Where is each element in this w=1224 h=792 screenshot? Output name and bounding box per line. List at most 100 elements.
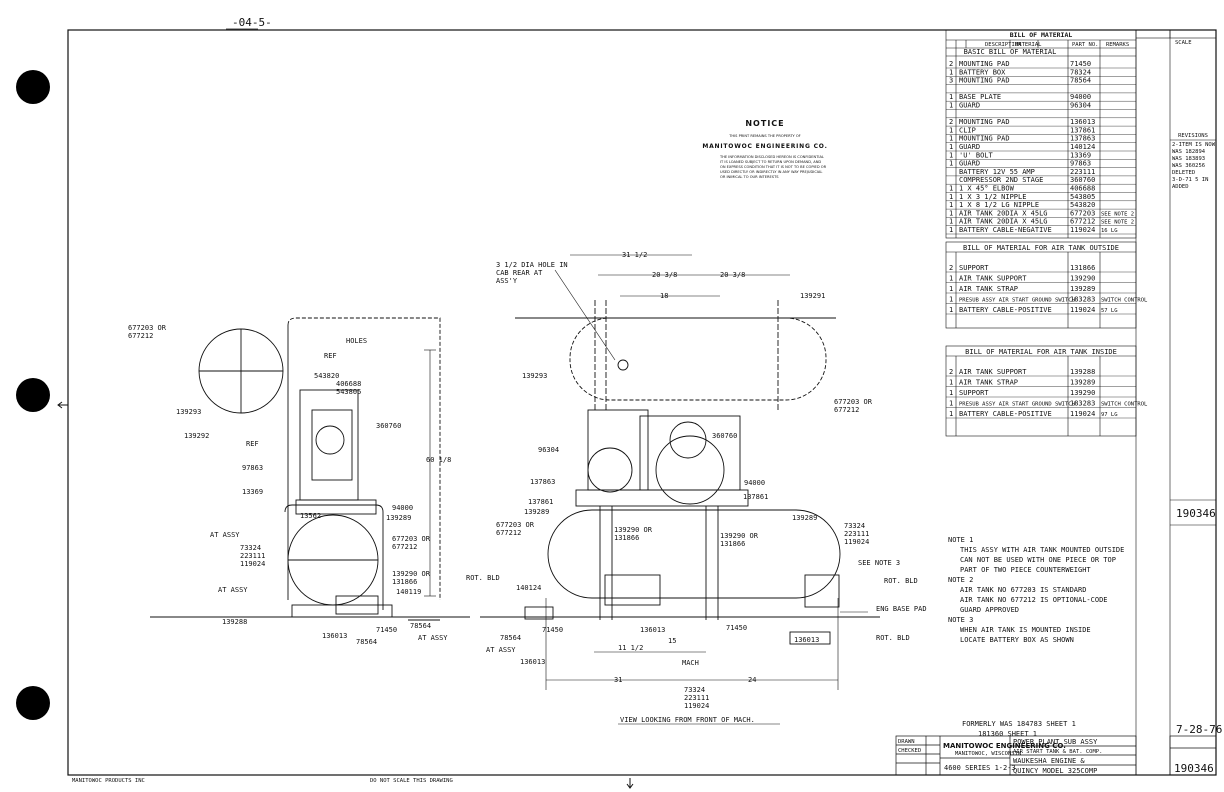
revision-entry: ADDED (1172, 184, 1189, 190)
lbl-mach: MACH (682, 659, 699, 667)
tb-company: MANITOWOC ENGINEERING CO. (943, 742, 1066, 750)
bom-row-desc: MOUNTING PAD (959, 135, 1010, 143)
bom-row-part: 96304 (1070, 102, 1091, 110)
note2-label: NOTE 2 (948, 576, 973, 584)
lbl-ref-2: REF (246, 440, 259, 448)
bom-outside-row-desc: AIR TANK SUPPORT (959, 275, 1027, 283)
lbl-71450-f: 71450 (542, 626, 563, 634)
lbl-119024-b: 119024 (684, 702, 709, 710)
bom-row-part: 13369 (1070, 151, 1091, 159)
bom-row-qty: 3 (949, 77, 953, 85)
bom-row-part: 223111 (1070, 168, 1095, 176)
lbl-136013-f2: 136013 (794, 636, 819, 644)
dim-24: 24 (748, 676, 756, 684)
revision-entry: WAS 183893 (1172, 156, 1205, 162)
notice-block: NOTICE THIS PRINT REMAINS THE PROPERTY O… (702, 119, 827, 179)
bom-row-part: 543820 (1070, 201, 1095, 209)
bom-row-qty: 1 (949, 126, 953, 134)
formerly-line0: FORMERLY WAS 184783 SHEET 1 (962, 720, 1076, 728)
lbl-543805: 543805 (336, 388, 361, 396)
tb-model: 4600 SERIES 1-2-3 (944, 764, 1016, 772)
bom-row-desc: GUARD (959, 102, 980, 110)
lbl-119024: 119024 (240, 560, 265, 568)
dim-11: 11 1/2 (618, 644, 643, 652)
lbl-cab-rear-2: CAB REAR AT (496, 269, 543, 277)
lbl-131866-r: 131866 (720, 540, 745, 548)
bom-row-qty: 2 (949, 60, 953, 68)
bom-outside-row-part: 183283 (1070, 296, 1095, 304)
lbl-677212-b: 677212 (392, 543, 417, 551)
bom-inside-row-qty: 1 (949, 379, 953, 387)
lbl-rot-bld-3: ROT. BLD (876, 634, 910, 642)
side-view-labels: 677203 OR 677212 HOLES REF 543820 406688… (128, 324, 500, 646)
notice-body-3: USED DIRECTLY OR INDIRECTLY IN ANY WAY P… (720, 170, 822, 174)
bom-col-material: MATERIAL (1015, 42, 1042, 48)
bom-row-desc: 'U' BOLT (959, 151, 994, 159)
bom-row-desc: 1 X 45° ELBOW (959, 185, 1015, 193)
lbl-94000: 94000 (392, 504, 413, 512)
tb-city: MANITOWOC, WISCONSIN (955, 751, 1021, 757)
lbl-131866: 131866 (392, 578, 417, 586)
lbl-60: 60 1/8 (426, 456, 451, 464)
bom-row-part: 137863 (1070, 135, 1095, 143)
bom-inside-row-part: 119024 (1070, 410, 1095, 418)
bom-inside-title: BILL OF MATERIAL FOR AIR TANK INSIDE (965, 348, 1117, 356)
bom-row-qty: 1 (949, 201, 953, 209)
dim-20b: 20 3/8 (720, 271, 745, 279)
bom-row-rem: 16 LG (1101, 228, 1118, 234)
lbl-136013: 136013 (322, 632, 347, 640)
bom-row-desc: MOUNTING PAD (959, 60, 1010, 68)
tb-title3: WAUKESHA ENGINE & (1013, 757, 1085, 765)
revision-entry: 2-ITEM IS NOW (1172, 142, 1216, 148)
note1-label: NOTE 1 (948, 536, 973, 544)
notice-body-4: OR INIMICAL TO OUR INTERESTS (720, 175, 779, 179)
lbl-rot-bld-2: ROT. BLD (884, 577, 918, 585)
revision-entry: WAS 360256 (1172, 163, 1205, 169)
lbl-119024-f: 119024 (844, 538, 869, 546)
lbl-677203-or: 677203 OR (392, 535, 431, 543)
lbl-139290-r: 139290 OR (720, 532, 759, 540)
bom-outside-row-desc: SUPPORT (959, 264, 989, 272)
lbl-677203: 677203 OR (128, 324, 167, 332)
dim-31: 31 1/2 (622, 251, 647, 259)
lbl-eng-base-pad: ENG BASE PAD (876, 605, 927, 613)
bom-inside-row-desc: PRESUB ASSY AIR START GROUND SWITCH (959, 402, 1075, 408)
drawing-border (67, 29, 1217, 776)
bom-row-part: 360760 (1070, 176, 1095, 184)
lbl-139290: 139290 OR (392, 570, 431, 578)
lbl-73324-b: 73324 (684, 686, 705, 694)
bom-inside-row-qty: 2 (949, 368, 953, 376)
lbl-543820: 543820 (314, 372, 339, 380)
bom-row-qty: 1 (949, 93, 953, 101)
bom-row-qty: 1 (949, 151, 953, 159)
lbl-677203-front: 677203 OR (834, 398, 873, 406)
revision-entry: WAS 182894 (1172, 149, 1206, 155)
bom-outside-row-rem: SWITCH CONTROL (1101, 298, 1148, 304)
bom-row-desc: 1 X 8 1/2 LG NIPPLE (959, 201, 1039, 209)
lbl-cab-rear-3: ASS'Y (496, 277, 518, 285)
lbl-see-note3: SEE NOTE 3 (858, 559, 900, 567)
lbl-139288: 139288 (222, 618, 247, 626)
bom-row-part: 140124 (1070, 143, 1095, 151)
lbl-78564: 78564 (410, 622, 431, 630)
lbl-at-assy-3: AT ASSY (418, 634, 448, 642)
lbl-406688: 406688 (336, 380, 361, 388)
side-view (150, 317, 470, 621)
bom-inside-row-rem: 97 LG (1101, 412, 1118, 418)
bom-row-part: 71450 (1070, 60, 1091, 68)
bill-of-material (945, 29, 1217, 239)
front-view-labels: 3 1/2 DIA HOLE IN CAB REAR AT ASS'Y 31 1… (486, 251, 927, 710)
bom-row-qty: 1 (949, 193, 953, 201)
note2-line2: GUARD APPROVED (960, 606, 1019, 614)
upper-tank-outline (569, 317, 827, 401)
dim-20a: 20 3/8 (652, 271, 677, 279)
bom-outside-row-qty: 1 (949, 296, 953, 304)
bom-inside-row-part: 139289 (1070, 379, 1095, 387)
lbl-94000-front: 94000 (744, 479, 765, 487)
lbl-73324-f: 73324 (844, 522, 865, 530)
bom-inside-row-desc: AIR TANK SUPPORT (959, 368, 1027, 376)
binder-hole-middle (16, 378, 50, 412)
bom-row-qty: 1 (949, 68, 953, 76)
front-view (480, 254, 880, 690)
lbl-140124: 140124 (516, 584, 541, 592)
